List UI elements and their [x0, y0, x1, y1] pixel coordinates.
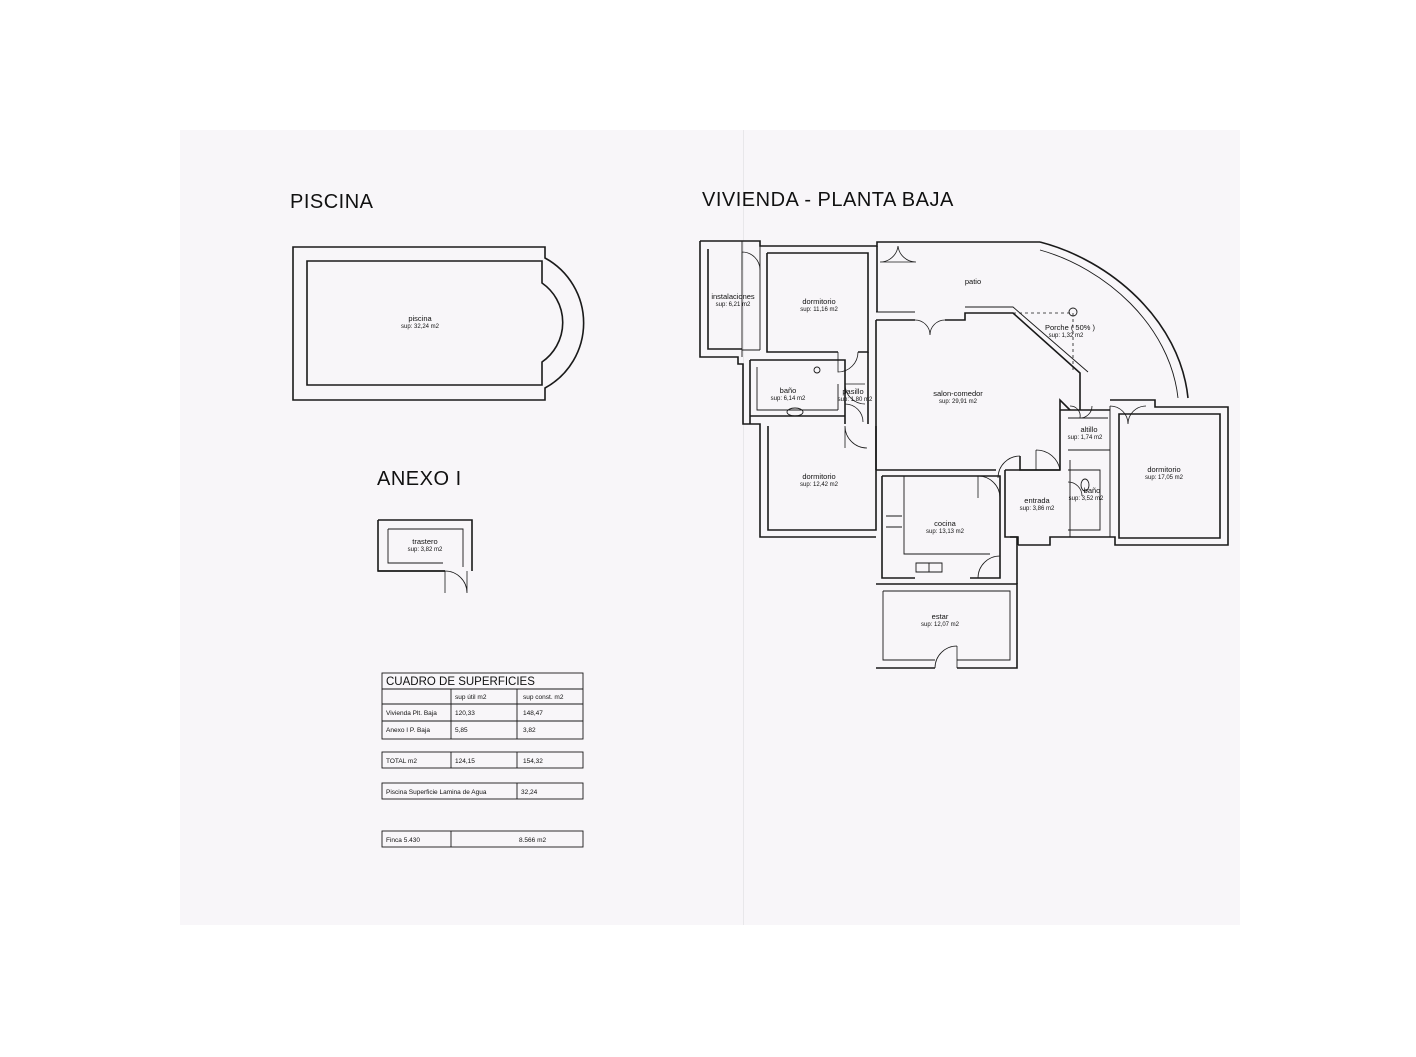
surface-table-col-util: sup útil m2 — [455, 694, 487, 701]
surface-table — [381, 672, 584, 848]
room-area-salon-comedor: sup: 29,91 m2 — [939, 399, 978, 405]
room-area-dormitorio-2: sup: 12,42 m2 — [800, 482, 839, 488]
annex-outline — [377, 519, 473, 594]
room-area-piscina: sup: 32,24 m2 — [401, 324, 440, 330]
surface-row-label: Vivienda Plt. Baja — [386, 710, 437, 717]
room-area-bano-2: sup: 3,52 m2 — [1069, 496, 1104, 502]
surface-row-util: 5,85 — [455, 727, 468, 734]
surface-pool-label: Piscina Superficie Lamina de Agua — [386, 789, 487, 796]
plan-sheet — [180, 130, 1240, 925]
surface-row-const: 3,82 — [523, 727, 536, 734]
pool-title: PISCINA — [290, 191, 374, 213]
room-area-instalaciones: sup: 6,21 m2 — [716, 302, 751, 308]
annex-title: ANEXO I — [377, 468, 462, 490]
surface-table-col-const: sup const. m2 — [523, 694, 564, 701]
house-walls — [699, 240, 1229, 669]
room-label-estar: estar — [932, 612, 949, 621]
house-title: VIVIENDA - PLANTA BAJA — [702, 189, 954, 211]
room-area-entrada: sup: 3,86 m2 — [1020, 506, 1055, 512]
surface-row-label: Anexo I P. Baja — [386, 727, 430, 734]
surface-total-util: 124,15 — [455, 758, 475, 765]
room-label-altillo: altillo — [1080, 425, 1097, 434]
room-label-salon-comedor: salon-comedor — [933, 389, 983, 398]
room-area-trastero: sup: 3,82 m2 — [408, 547, 443, 553]
room-label-dormitorio-2: dormitorio — [802, 472, 835, 481]
room-label-cocina: cocina — [934, 519, 957, 528]
room-label-entrada: entrada — [1024, 496, 1050, 505]
room-label-piscina: piscina — [408, 314, 432, 323]
room-label-trastero: trastero — [412, 537, 437, 546]
room-area-dormitorio-1: sup: 11,16 m2 — [800, 307, 838, 313]
room-label-bano-2: baño — [1084, 486, 1101, 495]
room-label-dormitorio-1: dormitorio — [802, 297, 835, 306]
room-label-pasillo: pasillo — [842, 387, 863, 396]
surface-table-title: CUADRO DE SUPERFICIES — [386, 676, 535, 688]
surface-total-label: TOTAL m2 — [386, 758, 417, 765]
room-area-altillo: sup: 1,74 m2 — [1068, 435, 1103, 441]
surface-pool-value: 32,24 — [521, 789, 538, 796]
house-doors — [741, 245, 1147, 669]
pool-outline — [292, 246, 585, 401]
room-area-cocina: sup: 13,13 m2 — [926, 529, 965, 535]
room-area-estar: sup: 12,07 m2 — [921, 622, 960, 628]
room-area-bano-1: sup: 6,14 m2 — [771, 396, 806, 402]
room-label-instalaciones: instalaciones — [711, 292, 755, 301]
surface-total-const: 154,32 — [523, 758, 543, 765]
room-area-porche: sup: 1,32 m2 — [1049, 333, 1084, 339]
room-area-dormitorio-3: sup: 17,05 m2 — [1145, 475, 1184, 481]
room-label-patio: patio — [965, 277, 981, 286]
room-label-bano-1: baño — [780, 386, 797, 395]
surface-row-util: 120,33 — [455, 710, 475, 717]
room-label-porche: Porche ( 50% ) — [1045, 323, 1096, 332]
surface-row-const: 148,47 — [523, 710, 543, 717]
surface-finca-value: 8.566 m2 — [519, 837, 546, 844]
room-label-dormitorio-3: dormitorio — [1147, 465, 1180, 474]
surface-finca-label: Finca 5.430 — [386, 837, 420, 844]
room-area-pasillo: sup: 1,80 m2 — [838, 397, 873, 403]
